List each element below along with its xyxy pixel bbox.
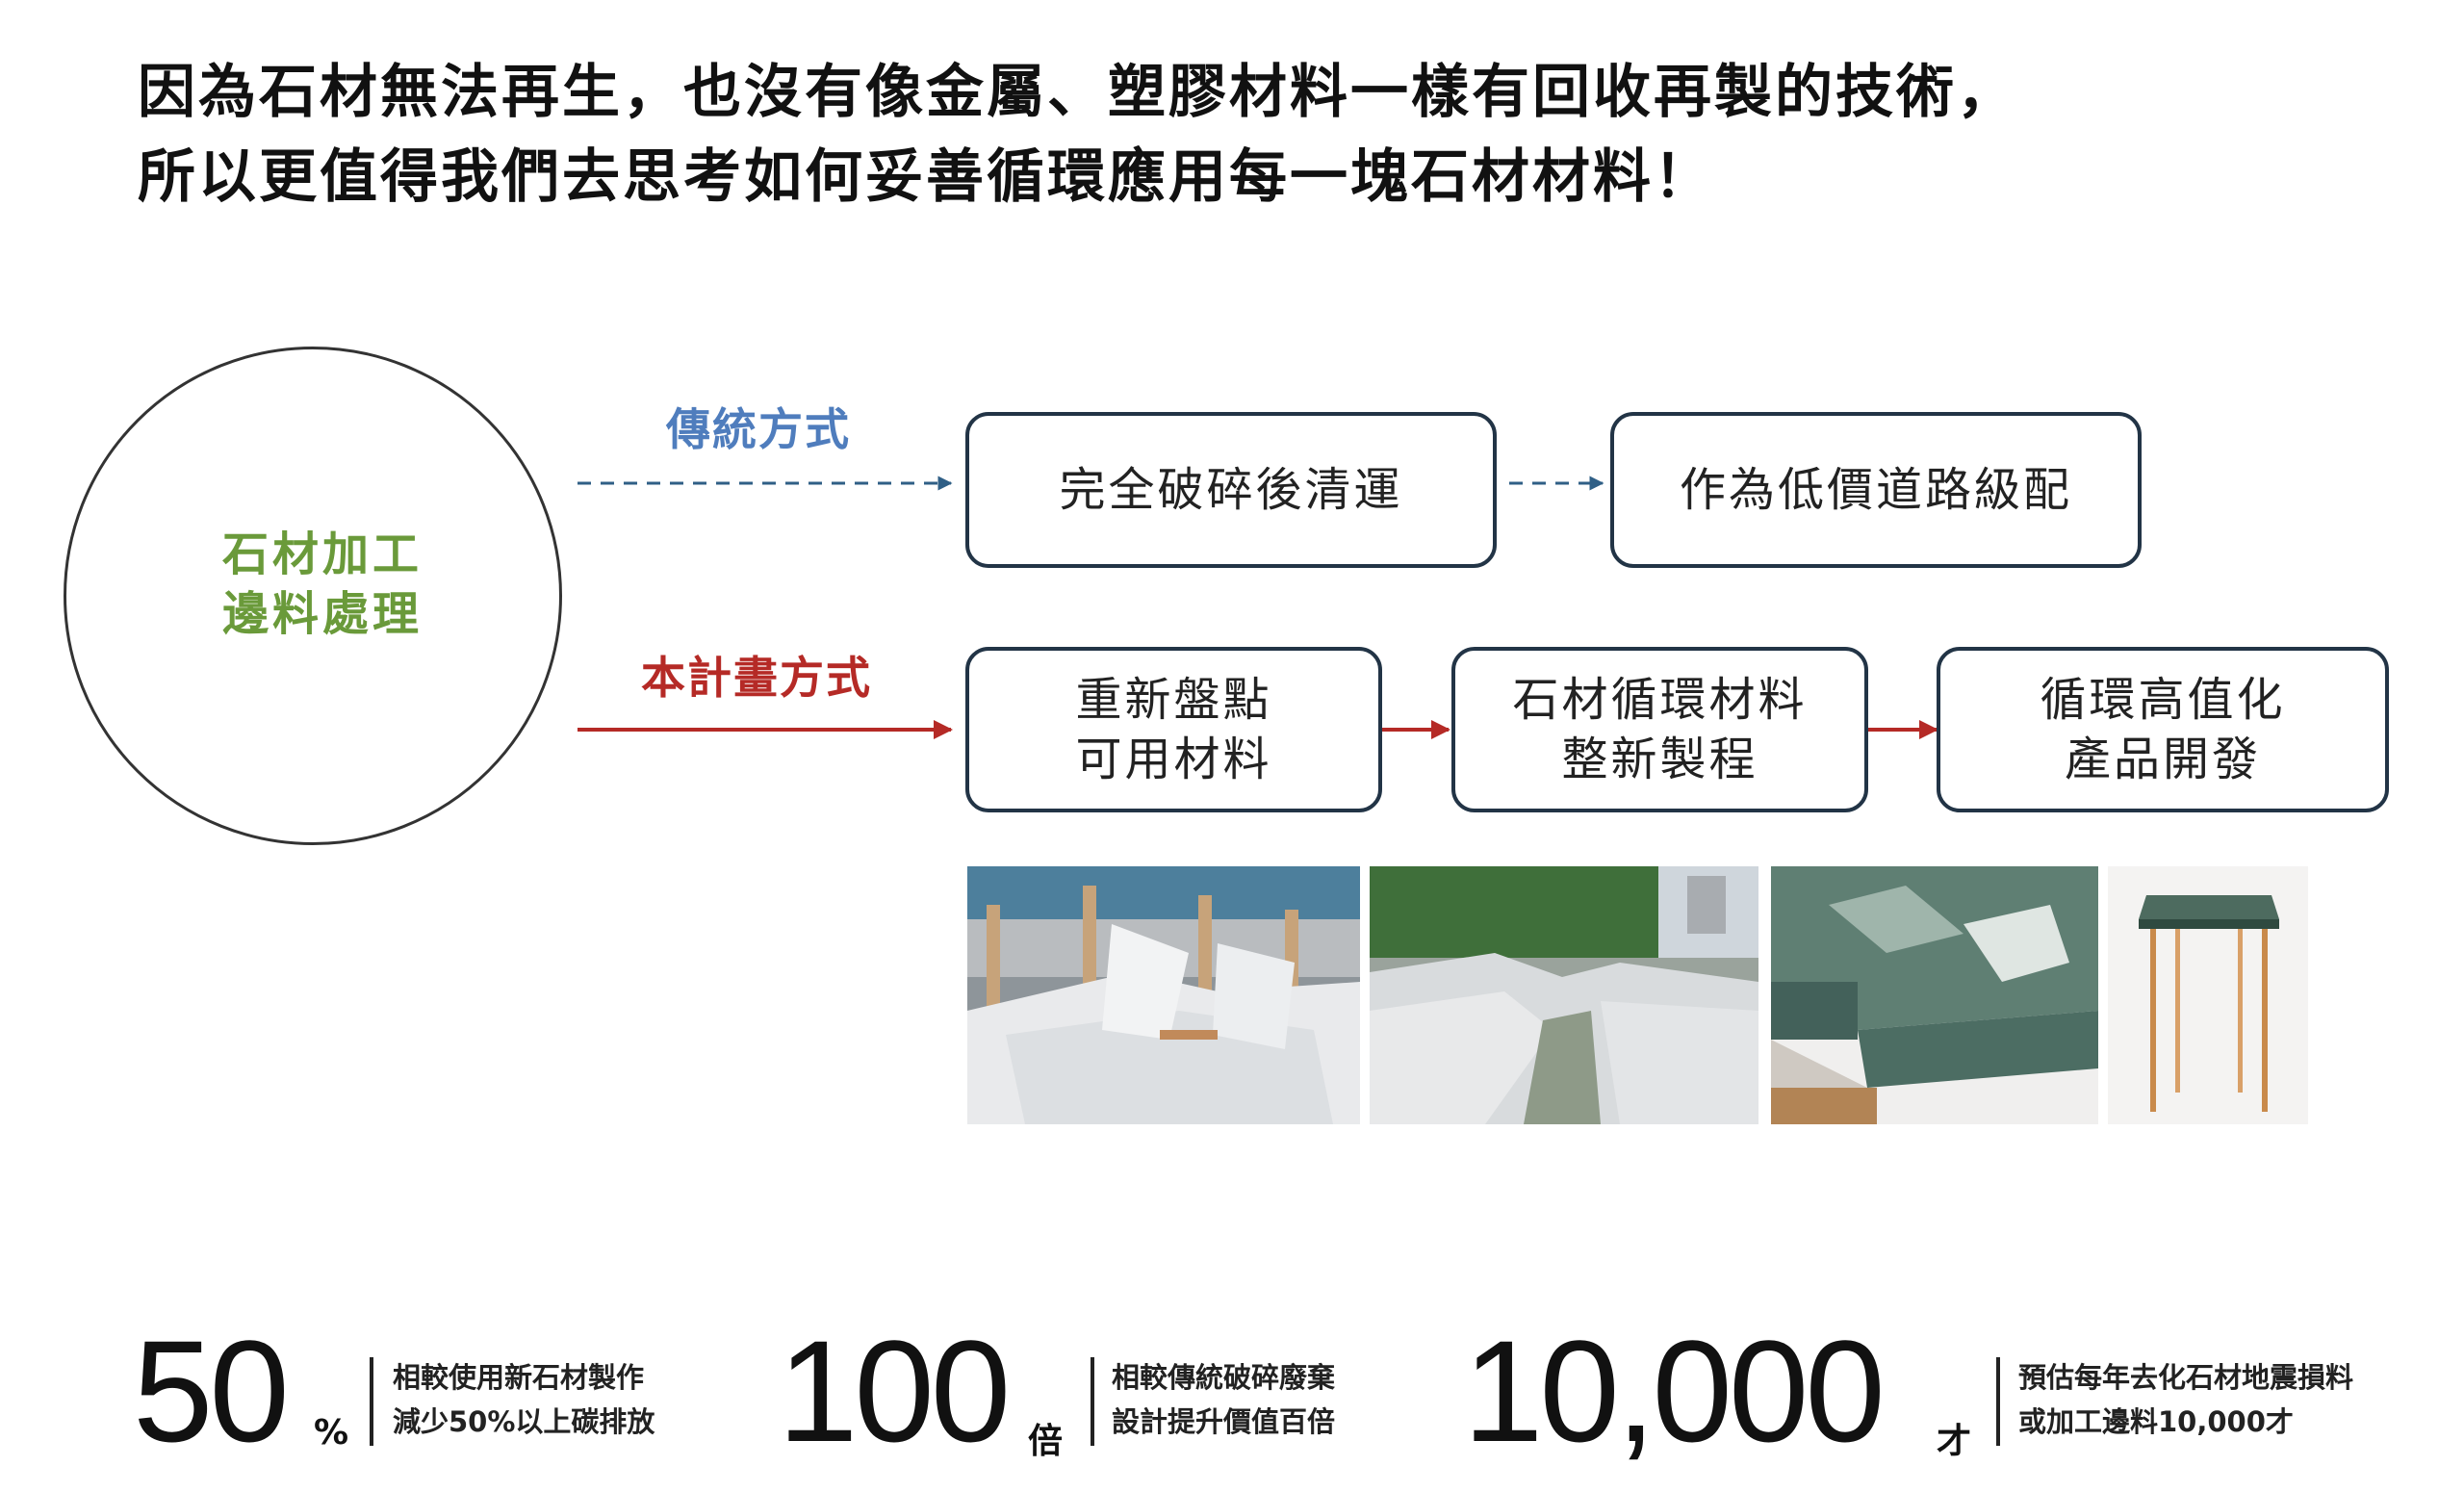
plan-step-2-line-1: 石材循環材料 — [1512, 673, 1808, 727]
plan-step-1-line-1: 重新盤點 — [1075, 673, 1272, 727]
plan-step-1: 重新盤點 可用材料 — [965, 647, 1382, 812]
photo-stone-pieces-yard — [1370, 866, 1758, 1124]
source-label-line-1: 石材加工 — [221, 527, 423, 581]
stat-2-unit: 倍 — [1028, 1422, 1064, 1461]
stat-1-desc-line-2: 減少50%以上碳排放 — [393, 1405, 655, 1438]
plan-step-1-line-2: 可用材料 — [1075, 733, 1272, 786]
stat-3-desc-line-1: 預估每年去化石材地震損料 — [2018, 1361, 2354, 1394]
plan-step-2-line-2: 整新製程 — [1561, 733, 1758, 786]
stat-1-value: 50 — [133, 1310, 290, 1472]
plan-step-3-line-1: 循環高值化 — [2040, 673, 2286, 727]
headline-line-2: 所以更值得我們去思考如何妥善循環應用每一塊石材材料！ — [138, 143, 1714, 211]
stat-1-description: 相較使用新石材製作 減少50%以上碳排放 — [393, 1355, 654, 1444]
traditional-step-2: 作為低價道路級配 — [1610, 412, 2142, 568]
photo-stone-slabs-warehouse — [967, 866, 1360, 1124]
plan-step-3: 循環高值化 產品開發 — [1937, 647, 2389, 812]
traditional-step-2-text: 作為低價道路級配 — [1679, 463, 2072, 517]
photo-green-marble-stack — [1771, 866, 2098, 1124]
source-label-line-2: 邊料處理 — [221, 587, 423, 641]
stat-3-description: 預估每年去化石材地震損料 或加工邊料10,000才 — [2018, 1355, 2353, 1444]
plan-route-label: 本計畫方式 — [641, 652, 872, 704]
stat-1-divider — [370, 1357, 373, 1446]
source-circle — [64, 347, 562, 845]
traditional-route-label: 傳統方式 — [666, 403, 851, 455]
stat-2-desc-line-1: 相較傳統破碎廢棄 — [1112, 1361, 1336, 1394]
stat-3-divider — [1996, 1357, 2000, 1446]
photo-marble-side-table — [2108, 866, 2308, 1124]
headline: 因為石材無法再生，也沒有像金屬、塑膠材料一樣有回收再製的技術， 所以更值得我們去… — [138, 50, 2017, 219]
stat-2-desc-line-2: 設計提升價值百倍 — [1112, 1405, 1336, 1438]
traditional-step-1: 完全破碎後清運 — [965, 412, 1497, 568]
stat-3-value: 10,000 — [1463, 1310, 1886, 1472]
plan-step-3-line-2: 產品開發 — [2064, 733, 2261, 786]
stat-2-value: 100 — [778, 1310, 1011, 1472]
source-label: 石材加工 邊料處理 — [144, 525, 500, 644]
stat-3-unit: 才 — [1937, 1422, 1972, 1461]
stat-2-divider — [1091, 1357, 1094, 1446]
stat-2-description: 相較傳統破碎廢棄 設計提升價值百倍 — [1112, 1355, 1335, 1444]
stat-1-unit: % — [314, 1413, 349, 1453]
plan-step-2: 石材循環材料 整新製程 — [1451, 647, 1868, 812]
traditional-step-1-text: 完全破碎後清運 — [1059, 463, 1403, 517]
headline-line-1: 因為石材無法再生，也沒有像金屬、塑膠材料一樣有回收再製的技術， — [138, 59, 2017, 126]
stat-1-desc-line-1: 相較使用新石材製作 — [393, 1361, 645, 1394]
stat-3-desc-line-2: 或加工邊料10,000才 — [2018, 1405, 2294, 1438]
